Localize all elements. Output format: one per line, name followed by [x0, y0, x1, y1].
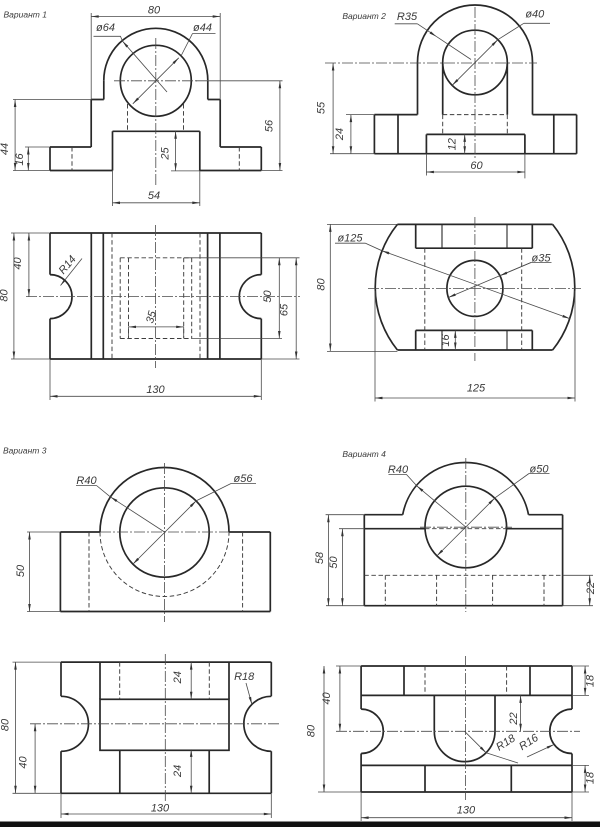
svg-text:Вариант 1: Вариант 1	[4, 10, 48, 20]
svg-text:50: 50	[262, 290, 274, 303]
svg-text:130: 130	[146, 384, 165, 396]
svg-text:130: 130	[151, 803, 170, 815]
svg-text:ø40: ø40	[525, 9, 545, 21]
svg-text:Вариант 3: Вариант 3	[3, 446, 47, 456]
svg-text:50: 50	[15, 564, 27, 577]
svg-text:40: 40	[18, 756, 30, 769]
svg-text:18: 18	[585, 674, 597, 687]
svg-text:22: 22	[585, 582, 597, 595]
svg-text:24: 24	[172, 671, 184, 684]
svg-text:R35: R35	[397, 11, 418, 23]
svg-text:60: 60	[470, 160, 483, 172]
svg-text:ø64: ø64	[96, 22, 115, 34]
svg-text:R18: R18	[234, 671, 255, 683]
svg-text:56: 56	[264, 119, 276, 132]
svg-text:12: 12	[447, 138, 459, 150]
svg-text:40: 40	[12, 257, 24, 270]
svg-text:ø125: ø125	[337, 233, 363, 245]
svg-text:R40: R40	[388, 464, 409, 476]
svg-text:24: 24	[172, 765, 184, 778]
svg-text:80: 80	[316, 278, 328, 291]
svg-text:80: 80	[306, 724, 318, 737]
svg-text:16: 16	[14, 153, 26, 166]
svg-text:Вариант 4: Вариант 4	[342, 449, 386, 459]
svg-text:40: 40	[321, 692, 333, 705]
svg-text:16: 16	[440, 334, 452, 347]
svg-text:Вариант 2: Вариант 2	[342, 11, 386, 21]
svg-text:44: 44	[0, 143, 11, 155]
svg-text:22: 22	[508, 712, 520, 725]
svg-text:35: 35	[144, 309, 159, 325]
svg-text:65: 65	[279, 303, 291, 316]
svg-text:54: 54	[148, 190, 160, 202]
svg-text:ø44: ø44	[193, 22, 212, 34]
svg-text:58: 58	[314, 551, 326, 564]
svg-text:130: 130	[457, 805, 476, 817]
svg-text:125: 125	[467, 383, 486, 395]
svg-text:ø50: ø50	[530, 464, 550, 476]
svg-text:55: 55	[316, 101, 328, 114]
svg-text:80: 80	[148, 5, 161, 17]
svg-text:24: 24	[334, 128, 346, 141]
svg-text:25: 25	[160, 147, 172, 161]
svg-text:80: 80	[0, 718, 12, 731]
svg-text:80: 80	[0, 289, 11, 302]
svg-text:18: 18	[585, 771, 597, 784]
svg-text:50: 50	[328, 556, 340, 569]
svg-text:ø35: ø35	[532, 252, 552, 264]
svg-text:ø56: ø56	[234, 473, 254, 485]
svg-text:R40: R40	[76, 475, 97, 487]
